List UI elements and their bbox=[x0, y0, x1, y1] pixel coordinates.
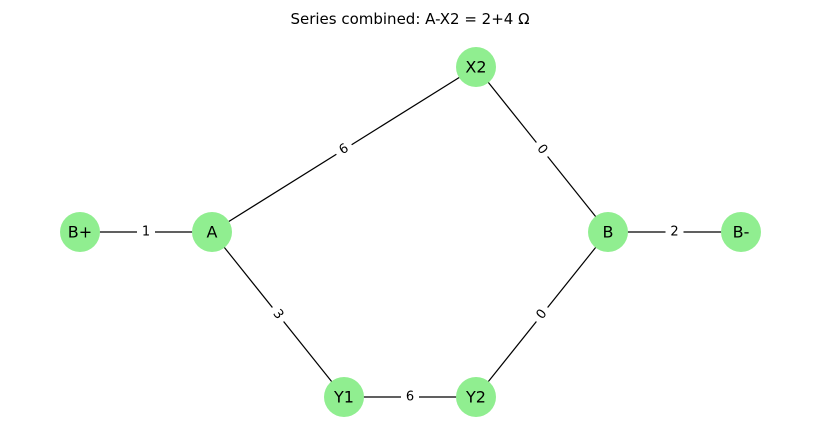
node-label: A bbox=[207, 223, 218, 242]
edge-labels-layer: 1 6 0 2 3 6 0 bbox=[137, 136, 684, 406]
edge-label-text: 2 bbox=[670, 225, 678, 240]
node-bplus: B+ bbox=[60, 212, 100, 252]
edge-label-a-x2: 6 bbox=[331, 137, 357, 162]
edge-label-text: 6 bbox=[406, 390, 414, 405]
node-bminus: B- bbox=[721, 212, 761, 252]
nodes-layer: B+ A X2B B- Y1 Y2 bbox=[60, 47, 761, 417]
edge-label-background bbox=[137, 223, 155, 241]
node-circle bbox=[456, 47, 496, 87]
edge-label-b-bminus: 2 bbox=[665, 223, 684, 241]
edge-label-background bbox=[401, 388, 419, 406]
edge-label-text: 1 bbox=[142, 225, 150, 240]
node-circle bbox=[192, 212, 232, 252]
edge-label-x2-b: 0 bbox=[529, 136, 555, 163]
edge-label-y1-y2: 6 bbox=[401, 388, 419, 406]
node-b: B bbox=[588, 212, 628, 252]
node-label: B+ bbox=[68, 223, 92, 242]
node-label: X2 bbox=[465, 58, 486, 77]
node-label: B bbox=[603, 223, 614, 242]
edge-label-background bbox=[265, 301, 291, 328]
node-label: B- bbox=[733, 223, 750, 242]
node-y1: Y1 bbox=[324, 377, 364, 417]
edge-label-background bbox=[331, 137, 357, 162]
node-circle bbox=[721, 212, 761, 252]
edge-label-y2-b: 0 bbox=[529, 301, 555, 328]
node-y2: Y2 bbox=[456, 377, 496, 417]
node-label: Y1 bbox=[333, 388, 354, 407]
edge-label-a-y1: 3 bbox=[265, 301, 291, 328]
edges-layer bbox=[80, 66, 741, 398]
edge-label-background bbox=[665, 223, 684, 241]
node-label: Y2 bbox=[465, 388, 486, 407]
diagram-title: Series combined: A-X2 = 2+4 Ω bbox=[290, 10, 529, 28]
node-a: A bbox=[192, 212, 232, 252]
node-circle bbox=[456, 377, 496, 417]
edge-label-background bbox=[529, 301, 555, 328]
edge-label-background bbox=[529, 136, 555, 163]
edge-label-bplus-a: 1 bbox=[137, 223, 155, 241]
node-x2: X2 bbox=[456, 47, 496, 87]
node-circle bbox=[60, 212, 100, 252]
node-circle bbox=[588, 212, 628, 252]
node-circle bbox=[324, 377, 364, 417]
